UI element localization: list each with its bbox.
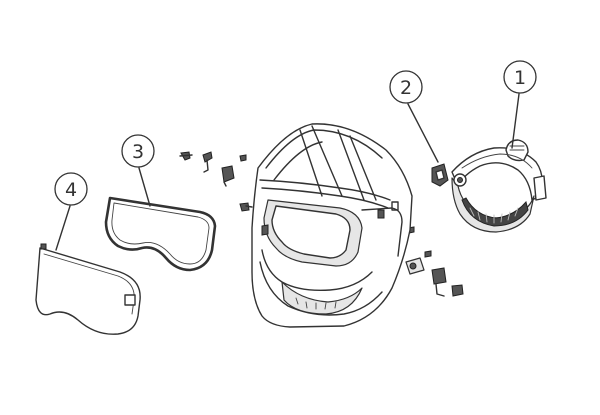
callout-4-label: 4 <box>65 179 77 201</box>
callout-2-leader <box>407 103 439 163</box>
callout-2: 2 <box>389 70 423 104</box>
callout-3: 3 <box>121 134 155 168</box>
lens-tab <box>124 294 136 306</box>
outer-cover-lens <box>35 243 141 335</box>
inner-cover-lens <box>104 196 217 272</box>
callout-1: 1 <box>503 60 537 94</box>
callout-4-leader <box>55 205 71 251</box>
callout-1-leader <box>511 93 520 149</box>
helmet-shell <box>251 123 413 328</box>
small-hardware <box>179 151 464 297</box>
callout-1-label: 1 <box>514 67 526 89</box>
callout-2-label: 2 <box>400 77 412 99</box>
adjustment-knob <box>431 163 449 187</box>
callout-3-label: 3 <box>132 141 144 163</box>
callout-3-leader <box>138 167 151 207</box>
lens-clip <box>40 243 47 250</box>
callout-4: 4 <box>54 172 88 206</box>
headgear <box>451 139 547 233</box>
